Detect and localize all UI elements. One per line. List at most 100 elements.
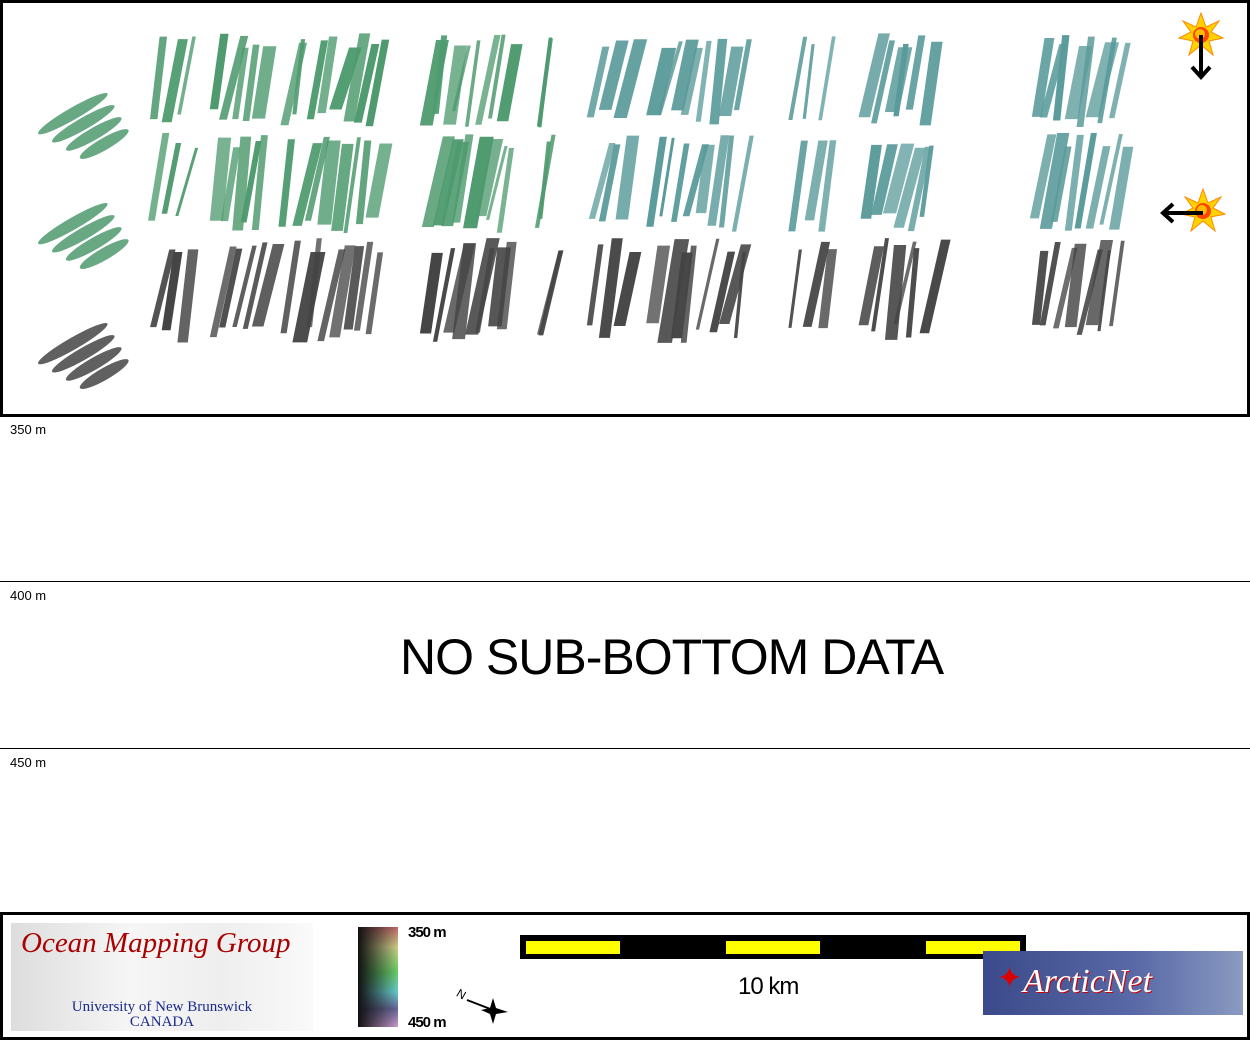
bathymetry-swath <box>680 245 697 343</box>
bathymetry-swath <box>1074 133 1097 229</box>
bathymetry-swath <box>51 335 115 373</box>
bathymetry-swath <box>148 133 170 221</box>
bathymetry-swath <box>177 36 196 115</box>
bathymetry-swath <box>646 47 677 116</box>
bathymetry-swath <box>802 241 831 327</box>
depth-divider <box>0 581 1250 582</box>
bathymetry-swath <box>496 241 517 330</box>
sun-illumination-icons <box>1160 11 1227 233</box>
bathymetry-swath <box>1109 42 1131 119</box>
bathymetry-swath <box>646 136 667 227</box>
scale-bar <box>520 935 1026 959</box>
bathymetry-swath <box>343 246 365 330</box>
bathymetry-swath <box>860 144 882 219</box>
bathymetry-swath <box>292 143 323 226</box>
bathymetry-swath <box>884 244 907 340</box>
bathymetry-swath <box>251 46 277 119</box>
bathymetry-swath <box>79 129 129 159</box>
scale-bar-label: 10 km <box>738 973 799 1000</box>
bathymetry-swath <box>329 245 356 338</box>
bathymetry-swath <box>177 249 199 343</box>
bathymetry-swath <box>893 43 909 117</box>
bathymetry-swath <box>38 93 108 135</box>
logo-university: University of New Brunswick <box>71 999 253 1015</box>
bathymetry-swath <box>1097 37 1117 124</box>
bathymetry-swath <box>161 39 188 123</box>
depth-label-350: 350 m <box>10 422 47 437</box>
bathymetry-swath <box>919 41 943 126</box>
bathymetry-swath <box>671 143 690 222</box>
bathymetry-swath <box>882 143 915 214</box>
bathymetry-swath <box>646 245 671 324</box>
bathymetry-swath <box>365 143 393 218</box>
bathymetry-swath <box>51 215 115 253</box>
bathymetry-swath <box>38 203 108 245</box>
bathymetry-swath <box>893 147 926 228</box>
bathymetry-swath <box>538 37 553 128</box>
bathymetry-swath <box>219 248 243 328</box>
bathymetry-swath <box>1039 133 1070 229</box>
bathymetry-swath <box>464 40 481 127</box>
bathymetry-swath <box>232 136 252 231</box>
bathymetry-swath <box>317 36 338 114</box>
bathymetry-swath <box>919 239 951 334</box>
swath-layer <box>38 33 1134 389</box>
sun-arrow-down-icon <box>1177 11 1225 80</box>
bathymetry-swath <box>707 135 730 226</box>
bathymetry-swath <box>613 39 648 119</box>
bathymetry-swath <box>218 35 249 120</box>
bathymetry-swath <box>858 33 890 118</box>
bathymetry-swath <box>871 144 898 215</box>
bathymetry-swath <box>788 249 802 328</box>
bathymetry-swath <box>251 244 285 327</box>
bathymetry-swath <box>452 243 477 340</box>
bathymetry-swath <box>463 136 494 229</box>
bathymetry-swath <box>1109 146 1134 230</box>
colorbar-top-label: 350 m <box>408 924 447 941</box>
bathymetry-swath <box>538 250 564 336</box>
bathymetry-swath <box>659 137 675 217</box>
bathymetry-swath <box>788 140 808 232</box>
svg-text:N: N <box>454 986 469 1002</box>
bathymetry-swath <box>586 46 610 118</box>
bathymetry-swath <box>292 39 306 115</box>
bathymetry-swath <box>858 246 884 326</box>
bathymetry-swath <box>613 252 642 326</box>
ocean-mapping-group-logo[interactable]: Ocean Mapping Group University of New Br… <box>11 923 313 1031</box>
bathymetry-swath <box>598 238 623 338</box>
bathymetry-swath <box>209 33 229 110</box>
bathymetry-swath <box>598 144 621 222</box>
footer-panel: Ocean Mapping Group University of New Br… <box>0 912 1250 1040</box>
bathymetry-swath <box>175 147 199 217</box>
bathymetry-swath <box>1064 243 1087 328</box>
logo-title: Ocean Mapping Group <box>21 927 291 959</box>
bathymetry-swath <box>79 359 129 389</box>
bathymetry-swath <box>240 140 262 223</box>
bathymetry-swath <box>586 244 604 326</box>
bathymetry-swath <box>149 36 168 120</box>
bathymetry-swath <box>588 142 616 219</box>
bathymetry-swath <box>871 238 889 332</box>
bathymetry-swath <box>475 138 504 217</box>
bathymetry-swath <box>475 35 501 125</box>
north-arrow-icon: N <box>454 986 508 1024</box>
bathymetry-swath <box>496 147 515 233</box>
bathymetry-swath <box>365 252 384 335</box>
bathymetry-swath <box>1099 134 1123 225</box>
bathymetry-swath <box>280 240 301 334</box>
bathymetry-swath <box>1039 241 1061 326</box>
bathymetry-swath <box>818 140 837 232</box>
bathymetry-swath <box>1052 35 1070 121</box>
bathymetry-swath <box>804 140 828 221</box>
bathymetry-swath <box>538 141 551 219</box>
sun-arrow-left-icon <box>1160 187 1227 233</box>
bathymetry-swath <box>871 40 896 124</box>
bathymetry-swath <box>251 135 268 231</box>
bathymetry-swath <box>893 241 917 325</box>
depth-label-450: 450 m <box>10 755 47 770</box>
bathymetry-swath <box>353 241 374 331</box>
depth-divider <box>0 748 1250 749</box>
bathymetry-swath <box>733 252 746 339</box>
arcticnet-logo[interactable]: ✦ ArcticNet <box>983 951 1243 1015</box>
bathymetry-swath <box>695 40 712 122</box>
